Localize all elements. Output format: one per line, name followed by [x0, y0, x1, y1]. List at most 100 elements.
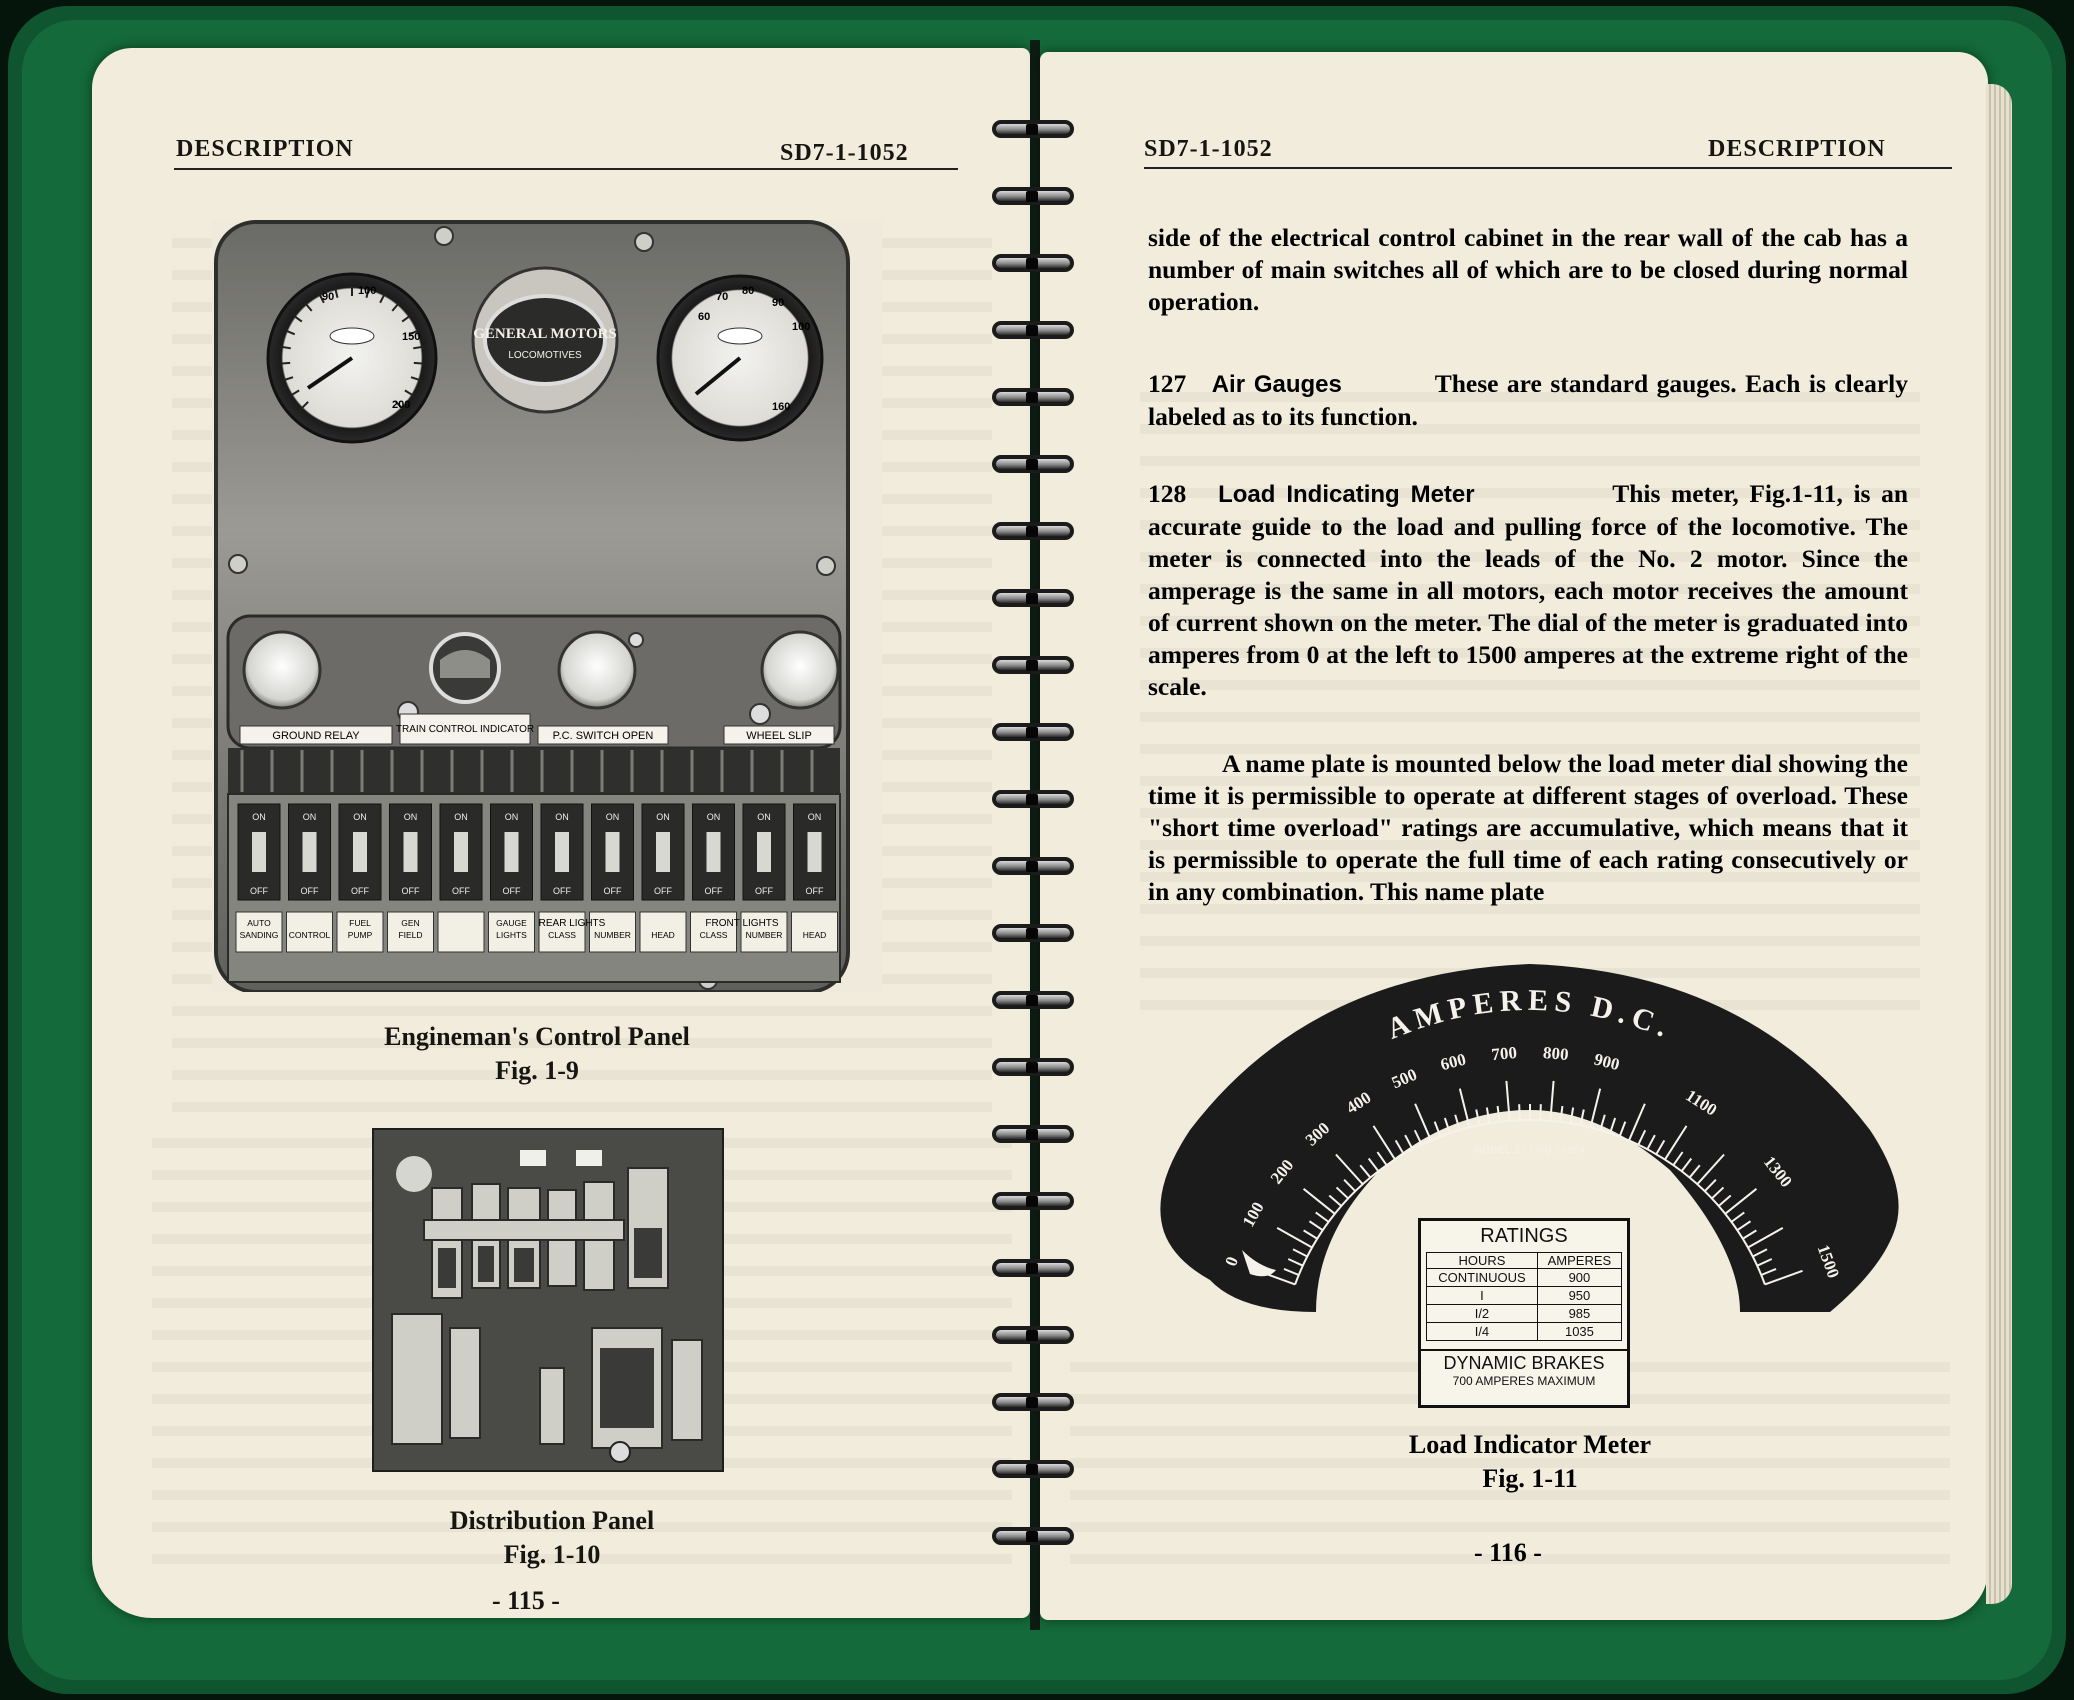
figure-1-9-number: Fig. 1-9 — [495, 1056, 579, 1085]
meter-tick — [1308, 1220, 1324, 1232]
figure-1-11-caption: Load Indicator Meter Fig. 1-11 — [1340, 1428, 1720, 1496]
meter-tick — [1335, 1186, 1349, 1200]
breaker-label: AUTO — [247, 918, 271, 928]
meter-tick — [1458, 1088, 1471, 1128]
breaker-label: FUEL — [349, 918, 371, 928]
meter-tick — [1454, 1114, 1461, 1131]
gauge-tick — [290, 389, 300, 397]
meter-tick — [1646, 1134, 1656, 1150]
gauge-tick — [293, 314, 303, 323]
spiral-ring — [992, 721, 1074, 747]
spiral-ring — [992, 989, 1074, 1015]
breaker-label: SANDING — [240, 930, 279, 940]
dynamic-brakes-title: DYNAMIC BRAKES — [1421, 1349, 1627, 1374]
gauge-tick — [413, 361, 424, 365]
breaker-on-label: ON — [656, 812, 670, 822]
spiral-ring — [992, 252, 1074, 278]
ratings-cell: CONTINUOUS — [1426, 1268, 1538, 1287]
indicator-label: P.C. SWITCH OPEN — [553, 730, 654, 742]
figure-1-10-caption: Distribution Panel Fig. 1-10 — [342, 1504, 762, 1572]
breaker-label: NUMBER — [594, 930, 631, 940]
meter-tick — [1618, 1121, 1627, 1137]
meter-tick — [1688, 1164, 1701, 1179]
meter-tick — [1589, 1088, 1602, 1128]
meter-tick — [1703, 1179, 1717, 1192]
breaker-off-label: OFF — [452, 886, 470, 896]
meter-model-text: MODEL 27 I NO 53204 — [1474, 1145, 1586, 1155]
ratings-header: AMPERES — [1536, 1252, 1623, 1269]
gauge-right-tick: 100 — [792, 321, 810, 333]
breaker-label: CONTROL — [289, 930, 331, 940]
meter-tick — [1764, 1269, 1803, 1286]
meter-tick — [1287, 1258, 1304, 1267]
gauge-tick — [395, 401, 404, 410]
page-header-left: DESCRIPTION — [176, 136, 354, 162]
meter-tick — [1315, 1211, 1330, 1223]
gauge-tick — [318, 293, 325, 304]
figure-1-9-caption: Engineman's Control Panel Fig. 1-9 — [212, 1020, 862, 1088]
ratings-cell: I — [1426, 1286, 1538, 1305]
gauge-tick — [391, 302, 400, 312]
section-127-title: Air Gauges — [1211, 371, 1342, 398]
figure-1-10-title: Distribution Panel — [449, 1506, 655, 1535]
meter-scale-label: 700 — [1491, 1043, 1518, 1064]
spiral-ring — [992, 1123, 1074, 1149]
breaker-label: HEAD — [651, 930, 675, 940]
meter-tick — [1367, 1157, 1380, 1172]
meter-tick — [1756, 1258, 1773, 1267]
spiral-ring — [992, 855, 1074, 881]
meter-tick — [1283, 1267, 1300, 1276]
meter-scale-arc — [1294, 1119, 1766, 1285]
gauge-tick — [334, 287, 339, 298]
meter-tick — [1302, 1188, 1336, 1215]
meter-tick — [1485, 1107, 1491, 1124]
meter-tick — [1655, 1139, 1666, 1155]
ratings-cell: 950 — [1536, 1286, 1623, 1305]
spiral-ring — [992, 654, 1074, 680]
gauge-left-tick: 100 — [358, 285, 376, 297]
gauge-right-tick: 70 — [716, 291, 728, 303]
breaker-off-label: OFF — [654, 886, 672, 896]
spiral-ring — [992, 1458, 1074, 1484]
nameplate-paragraph-block: A name plate is mounted below the load m… — [1148, 748, 1908, 908]
meter-tick — [1496, 1105, 1501, 1122]
header-rule — [174, 168, 958, 170]
gauge-right-tick: 60 — [698, 311, 710, 323]
meter-tick — [1718, 1194, 1732, 1207]
gauge-tick — [410, 376, 421, 382]
left-page: DESCRIPTION SD7-1-1052 — [92, 48, 1030, 1618]
breaker-label: HEAD — [803, 930, 827, 940]
spiral-ring — [992, 1391, 1074, 1417]
gauge-tick — [408, 329, 419, 336]
meter-tick — [1475, 1109, 1481, 1126]
meter-tick — [1730, 1211, 1745, 1223]
meter-scale-label: 800 — [1542, 1043, 1569, 1064]
meter-tick — [1736, 1220, 1752, 1232]
gauge-tick — [365, 287, 370, 298]
section-128-text: This meter, Fig.1-11, is an accurate gui… — [1148, 479, 1909, 701]
breaker-off-label: OFF — [503, 886, 521, 896]
meter-tick — [1549, 1080, 1555, 1121]
meter-tick — [1376, 1151, 1388, 1166]
section-127-text: These are standard gauges. Each is clear… — [1148, 369, 1908, 431]
breaker-label: PUMP — [348, 930, 373, 940]
ratings-cell: 985 — [1536, 1304, 1623, 1323]
breaker-on-label: ON — [252, 812, 266, 822]
spiral-ring — [992, 587, 1074, 613]
meter-tick — [1599, 1114, 1606, 1131]
section-127-number: 127 — [1148, 369, 1187, 398]
control-panel-photo: 90 100 150 200 GENERAL MOTORS LOCOMOTIVE… — [212, 220, 882, 994]
breaker-off-label: OFF — [755, 886, 773, 896]
meter-tick — [1443, 1117, 1451, 1134]
ratings-cell: I/2 — [1426, 1304, 1538, 1323]
gauge-tick — [283, 376, 294, 382]
breaker-on-label: ON — [505, 812, 519, 822]
